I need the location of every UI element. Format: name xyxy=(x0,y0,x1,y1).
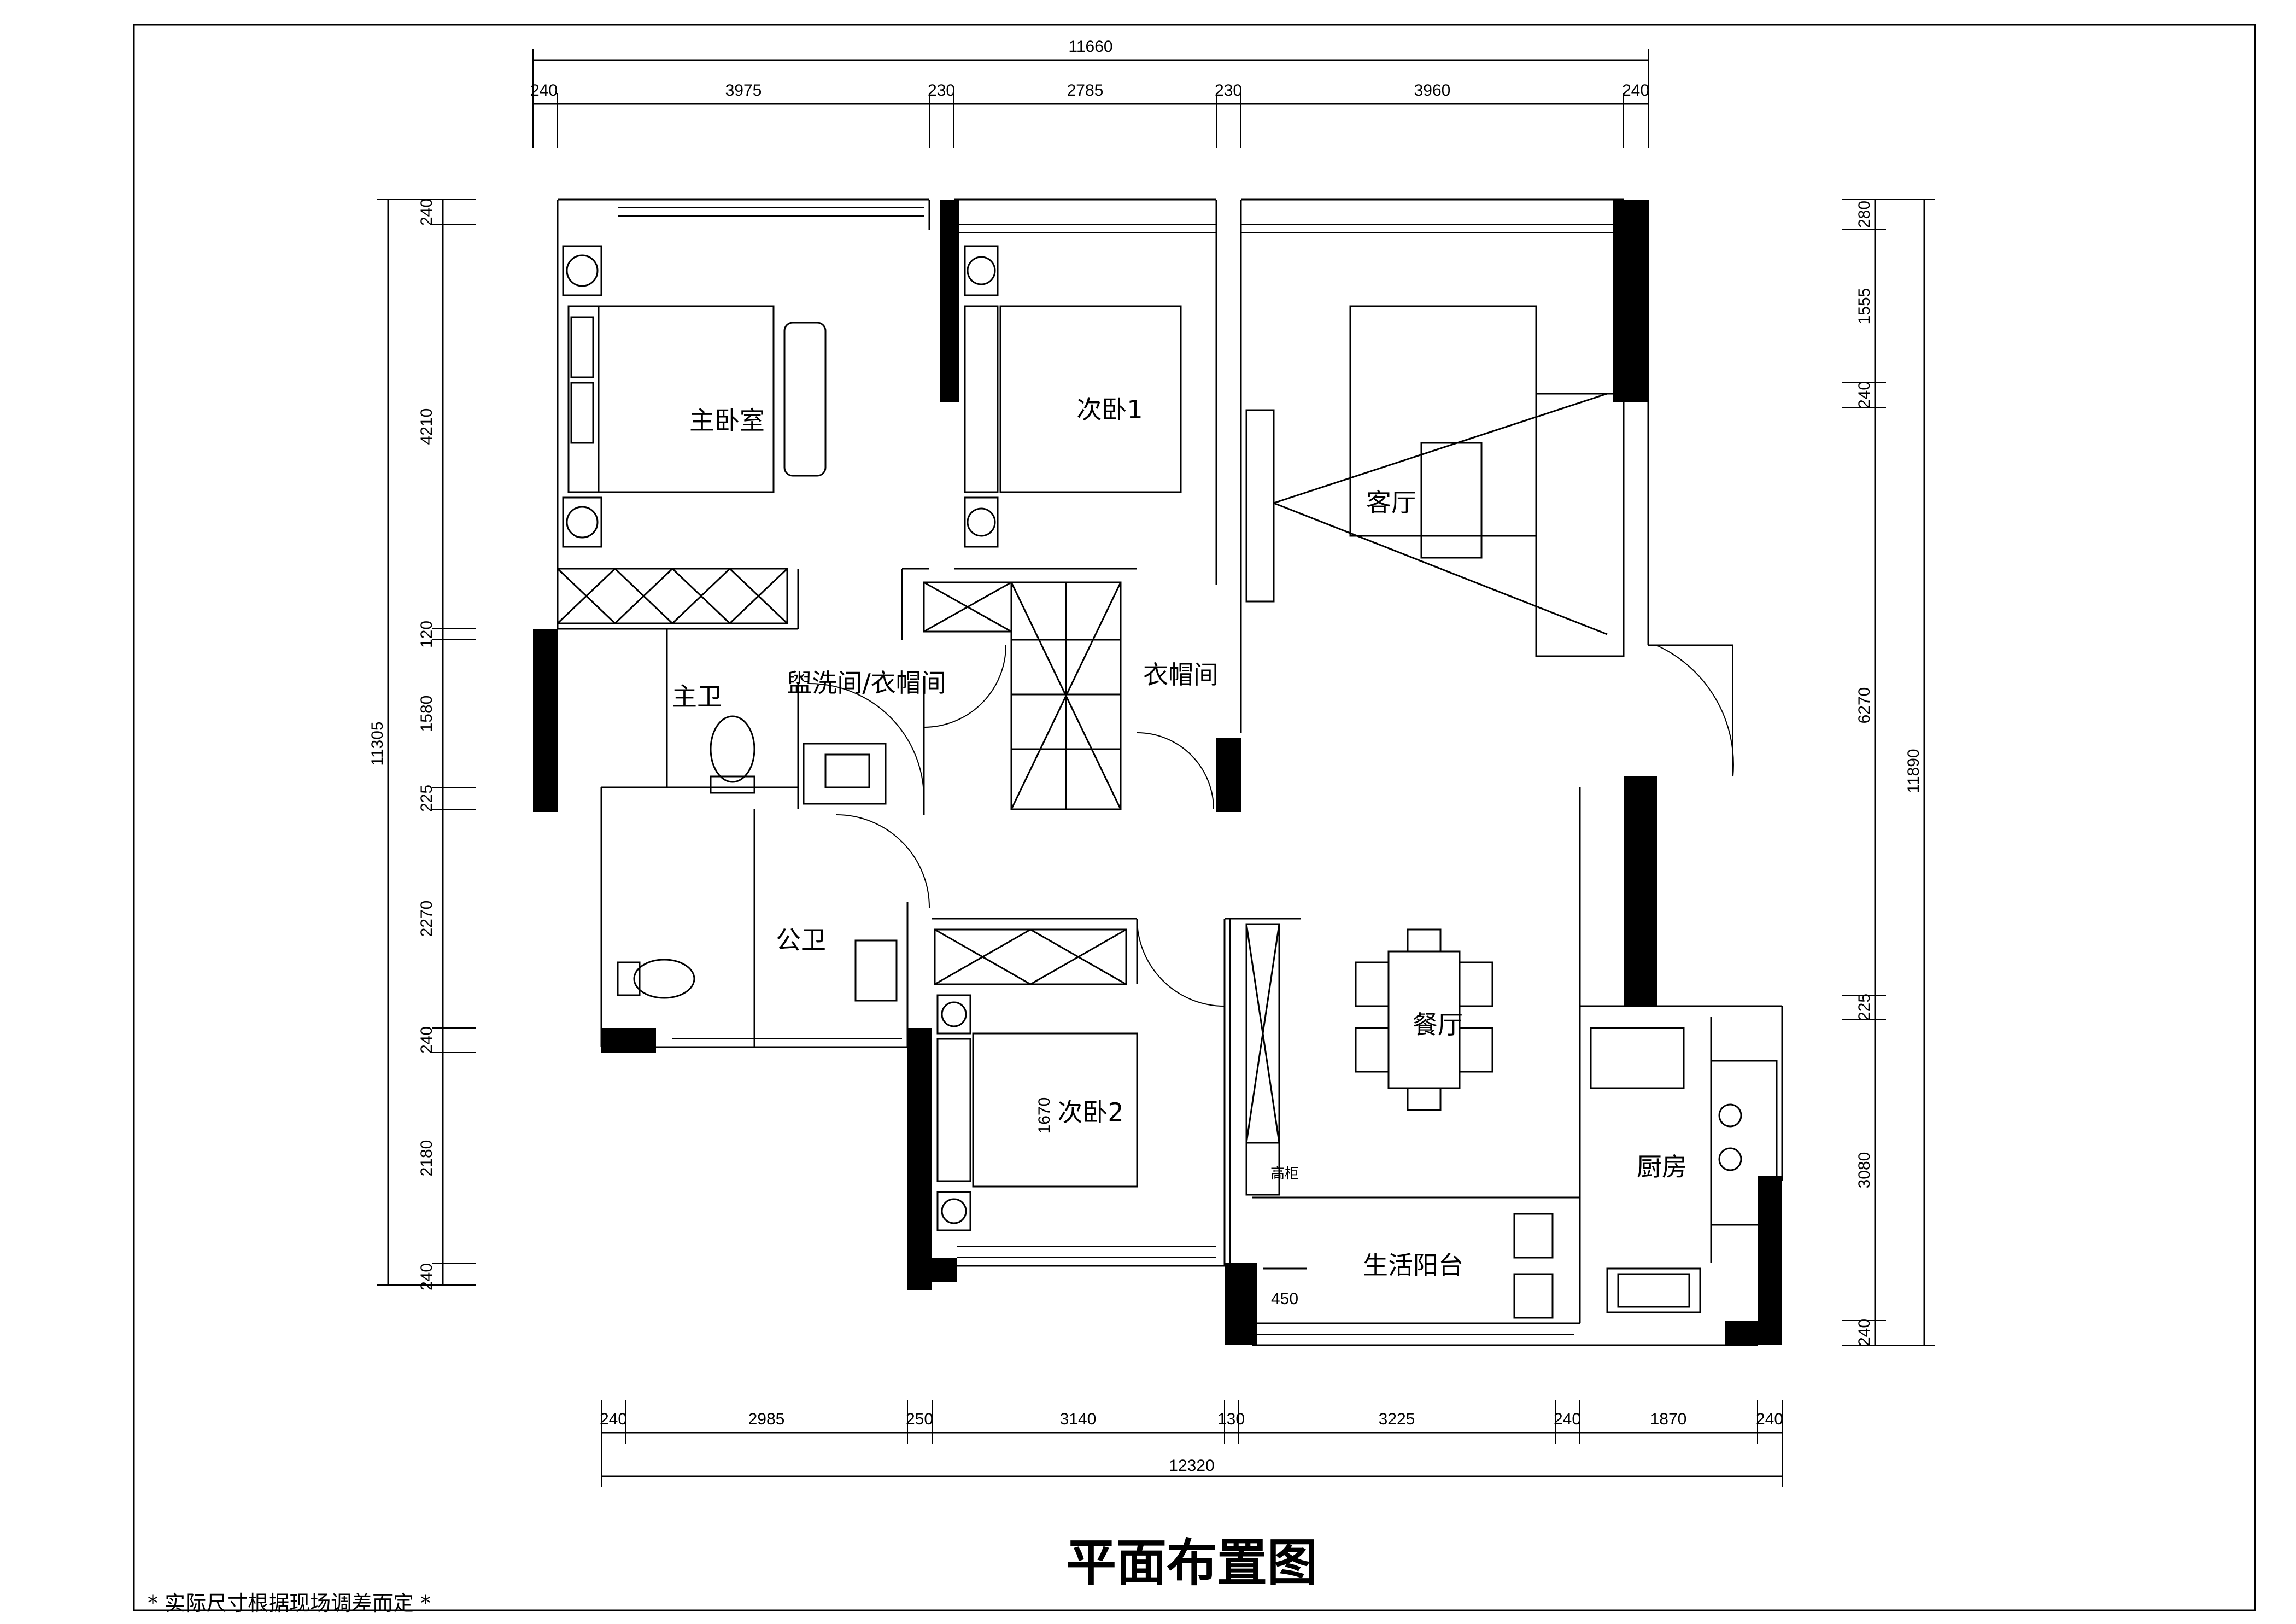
bed2-depth-dim: 1670 xyxy=(1035,1097,1053,1134)
left-dim: 240 xyxy=(418,1263,436,1290)
sofa xyxy=(1535,393,1625,657)
walls xyxy=(557,198,1783,1346)
bottom-dim: 3225 xyxy=(1379,1410,1415,1428)
label-bedroom2: 次卧2 xyxy=(1057,1097,1123,1127)
drawing-title: 平面布置图 xyxy=(1066,1534,1317,1592)
bottom-total-dim: 12320 xyxy=(1169,1457,1214,1475)
right-dim: 225 xyxy=(1855,994,1873,1021)
left-dim: 1580 xyxy=(418,696,436,732)
furniture xyxy=(557,245,1778,1319)
right-total-dim: 11890 xyxy=(1905,749,1923,793)
bottom-dim: 3140 xyxy=(1060,1410,1097,1428)
doors xyxy=(809,645,1734,1007)
left-dim: 240 xyxy=(418,1026,436,1054)
bottom-dim: 2985 xyxy=(748,1410,785,1428)
top-dim: 2785 xyxy=(1067,81,1104,100)
master-tv-bench xyxy=(783,322,827,477)
bottom-dim: 240 xyxy=(1756,1410,1783,1428)
label-wash-cloak: 盥洗间/衣帽间 xyxy=(787,668,946,698)
top-dim: 240 xyxy=(1622,81,1649,100)
bottom-dim: 240 xyxy=(600,1410,627,1428)
right-dimensions: 11890 280 1555 240 6270 225 3080 240 xyxy=(1842,199,1935,1346)
right-dim: 3080 xyxy=(1855,1152,1873,1189)
site-note: * 实际尺寸根据现场调差而定 * xyxy=(148,1591,431,1615)
top-dim: 230 xyxy=(1215,81,1242,100)
left-dim: 120 xyxy=(418,621,436,648)
label-tall-cabinet: 高柜 xyxy=(1270,1166,1299,1182)
drawing-frame xyxy=(133,24,2256,1611)
right-dim: 6270 xyxy=(1855,687,1873,724)
top-dimensions: 11660 240 3975 230 2785 230 3960 240 xyxy=(530,38,1649,148)
windows xyxy=(618,199,1613,1335)
left-dim: 225 xyxy=(418,785,436,812)
bottom-dim: 130 xyxy=(1217,1410,1245,1428)
left-dim: 240 xyxy=(418,198,436,226)
master-wardrobe xyxy=(557,568,788,624)
label-bedroom1: 次卧1 xyxy=(1076,395,1143,424)
top-dim: 230 xyxy=(928,81,955,100)
left-dim: 4210 xyxy=(418,408,436,445)
tv-cabinet xyxy=(1245,409,1275,603)
label-service-balcony: 生活阳台 xyxy=(1363,1251,1463,1280)
label-master-bath: 主卫 xyxy=(672,682,722,711)
right-dim: 1555 xyxy=(1855,288,1873,325)
label-master-bedroom: 主卧室 xyxy=(689,406,765,435)
top-dim: 3975 xyxy=(725,81,762,100)
label-cloakroom: 衣帽间 xyxy=(1143,660,1219,690)
left-dim: 2270 xyxy=(418,901,436,937)
label-living-room: 客厅 xyxy=(1366,488,1416,517)
bed2 xyxy=(972,1032,1138,1188)
label-kitchen: 厨房 xyxy=(1637,1152,1687,1182)
room-labels: 主卧室 次卧1 客厅 主卫 盥洗间/衣帽间 衣帽间 公卫 次卧2 餐厅 厨房 生… xyxy=(672,395,1687,1308)
label-dining: 餐厅 xyxy=(1413,1010,1463,1039)
label-public-bath: 公卫 xyxy=(776,925,826,955)
left-total-dim: 11305 xyxy=(368,721,386,766)
balcony-width-dim: 450 xyxy=(1271,1290,1298,1308)
top-dim: 3960 xyxy=(1414,81,1451,100)
bottom-dimensions: 240 2985 250 3140 130 3225 240 1870 240 … xyxy=(600,1400,1783,1487)
solid-walls xyxy=(533,200,1782,1345)
right-dim: 240 xyxy=(1855,1319,1873,1346)
bottom-dim: 1870 xyxy=(1650,1410,1687,1428)
bed1 xyxy=(999,305,1182,493)
left-dim: 2180 xyxy=(418,1140,436,1177)
bottom-dim: 250 xyxy=(906,1410,933,1428)
bottom-dim: 240 xyxy=(1554,1410,1581,1428)
right-dim: 240 xyxy=(1855,381,1873,408)
coffee-table xyxy=(1420,442,1483,559)
master-bed xyxy=(598,305,775,493)
top-dim: 240 xyxy=(530,81,558,100)
left-dimensions: 11305 240 4210 120 1580 225 2270 240 218… xyxy=(368,198,476,1290)
right-dim: 280 xyxy=(1855,201,1873,228)
top-total-dim: 11660 xyxy=(1068,38,1112,56)
